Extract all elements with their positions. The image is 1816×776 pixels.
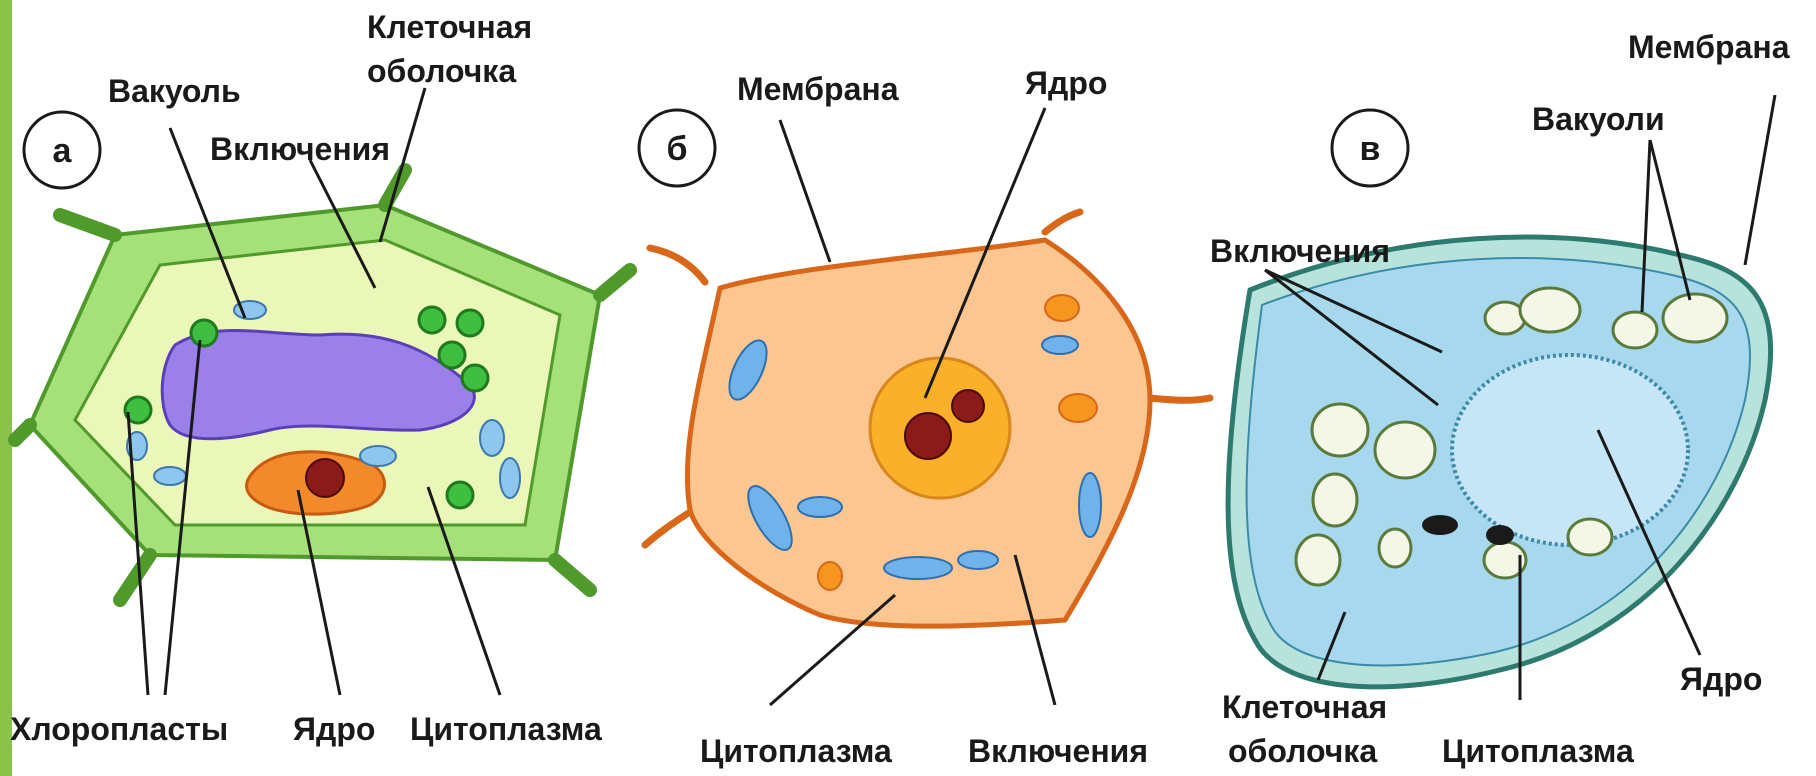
fungal-badge-letter: в — [1360, 130, 1381, 168]
plant-cell: а Вакуоль Клеточная оболочка Включения Х… — [10, 9, 630, 747]
fungal-label-wall-line2: оболочка — [1228, 733, 1377, 769]
animal-nucleolus-1 — [905, 413, 951, 459]
fungal-label-cytoplasm: Цитоплазма — [1442, 733, 1634, 769]
animal-label-membrane: Мембрана — [737, 71, 899, 107]
left-accent-bar — [0, 0, 12, 776]
fungal-label-nucleus: Ядро — [1680, 661, 1762, 697]
fungal-cell: в Мембрана Вакуоли Включения Ядро Клеточ… — [1210, 29, 1790, 769]
fungal-label-wall-line1: Клеточная — [1222, 689, 1387, 725]
plant-label-chloroplasts: Хлоропласты — [10, 711, 228, 747]
fungal-label-inclusions: Включения — [1210, 233, 1390, 269]
animal-badge-letter: б — [666, 130, 687, 168]
plant-label-nucleus: Ядро — [293, 711, 375, 747]
plant-badge-letter: а — [53, 132, 73, 170]
plant-label-wall-line2: оболочка — [367, 53, 516, 89]
fungal-label-vacuoles: Вакуоли — [1532, 101, 1665, 137]
animal-label-inclusions: Включения — [968, 733, 1148, 769]
plant-label-wall-line1: Клеточная — [367, 9, 532, 45]
plant-label-inclusions: Включения — [210, 131, 390, 167]
plant-label-cytoplasm: Цитоплазма — [410, 711, 602, 747]
animal-label-nucleus: Ядро — [1025, 65, 1107, 101]
fungal-nucleus — [1452, 355, 1688, 545]
animal-cell: б Мембрана Ядро Цитоплазма Включения — [639, 65, 1210, 769]
plant-nucleolus — [306, 459, 344, 497]
plant-label-vacuole: Вакуоль — [108, 73, 241, 109]
fungal-label-membrane: Мембрана — [1628, 29, 1790, 65]
animal-nucleolus-2 — [952, 390, 984, 422]
animal-label-cytoplasm: Цитоплазма — [700, 733, 892, 769]
